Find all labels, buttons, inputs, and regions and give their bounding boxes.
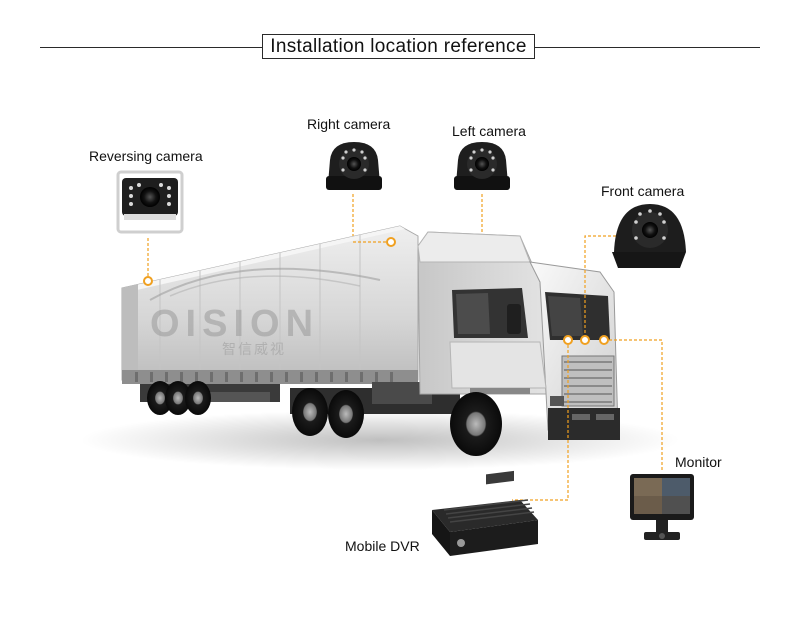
trailer-wheels — [147, 381, 211, 415]
left-camera-label: Left camera — [452, 123, 526, 139]
front-camera-label: Front camera — [601, 183, 685, 199]
header-rule-right — [534, 47, 760, 48]
connection-points — [143, 237, 609, 345]
right-camera-label: Right camera — [307, 116, 391, 132]
ground-shadow — [80, 410, 680, 470]
front-camera-icon — [612, 204, 686, 268]
front-mount-point-3 — [599, 335, 609, 345]
mobile-dvr-label: Mobile DVR — [345, 538, 420, 554]
truck-wheels — [292, 388, 502, 456]
front-mount-point-1 — [563, 335, 573, 345]
reversing-camera-icon — [116, 170, 184, 234]
mobile-dvr-icon — [432, 470, 538, 556]
monitor-icon — [630, 474, 694, 540]
right-camera-mount-point — [386, 237, 396, 247]
right-camera-icon — [326, 142, 382, 190]
monitor-label: Monitor — [675, 454, 722, 470]
reversing-camera-label: Reversing camera — [89, 148, 203, 164]
watermark-brand: OISION — [150, 303, 319, 345]
header-rule-left — [40, 47, 263, 48]
trailer — [121, 225, 419, 402]
connector-lines — [147, 194, 663, 501]
watermark-subtitle: 智信威视 — [222, 342, 286, 358]
front-mount-point-2 — [580, 335, 590, 345]
page-title: Installation location reference — [262, 34, 535, 59]
left-camera-icon — [454, 142, 510, 190]
watermark: OISION 智信威视 — [149, 267, 381, 358]
reversing-camera-mount-point — [143, 276, 153, 286]
